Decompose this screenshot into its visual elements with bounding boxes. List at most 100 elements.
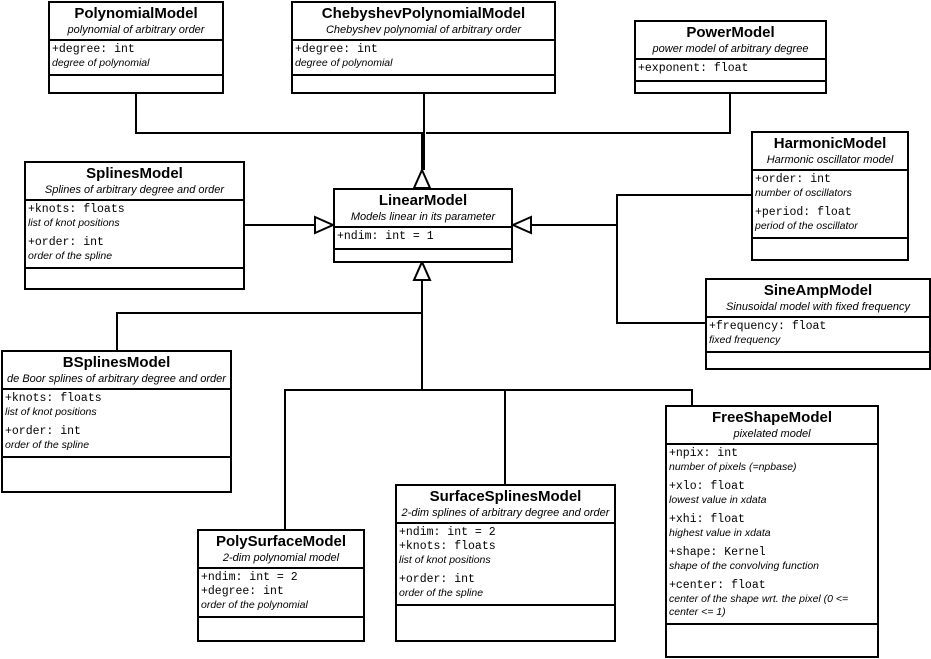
class-description: 2-dim polynomial model	[222, 552, 340, 564]
class-description: Harmonic oscillator model	[766, 154, 894, 166]
class-name: SplinesModel	[86, 165, 183, 182]
class-sineampmodel[interactable]: SineAmpModel Sinusoidal model with fixed…	[705, 278, 931, 370]
edge-sineamp-to-linear	[616, 225, 706, 324]
class-linearmodel[interactable]: LinearModel Models linear in its paramet…	[333, 188, 513, 263]
attribute-compartment: +knots: floats list of knot positions +o…	[3, 390, 230, 458]
edge-freeshape-to-linear	[505, 389, 693, 405]
attribute-signature: +frequency: float	[709, 320, 827, 333]
class-name: HarmonicModel	[773, 135, 887, 152]
class-polynomialmodel[interactable]: PolynomialModel polynomial of arbitrary …	[48, 1, 224, 94]
attribute-description: order of the spline	[28, 250, 113, 262]
attribute-description: degree of polynomial	[52, 57, 150, 69]
class-name: PolynomialModel	[74, 5, 198, 22]
edge-surfacesplines-to-linear	[422, 389, 506, 484]
class-description: de Boor splines of arbitrary degree and …	[7, 373, 226, 385]
class-header: BSplinesModel de Boor splines of arbitra…	[3, 352, 230, 390]
attribute-description: lowest value in xdata	[669, 494, 767, 506]
attribute-signature: +order: int	[399, 573, 475, 586]
attribute-signature: +degree: int	[295, 43, 378, 56]
attribute-description: list of knot positions	[5, 406, 97, 418]
attribute: +exponent: float	[638, 62, 823, 76]
attribute: +center: float center of the shape wrt. …	[669, 579, 875, 619]
class-description: power model of arbitrary degree	[652, 43, 809, 55]
class-description: Models linear in its parameter	[350, 211, 496, 223]
attribute-description: center of the shape wrt. the pixel (0 <=…	[669, 593, 849, 618]
class-name: BSplinesModel	[62, 354, 171, 371]
attribute: +degree: int degree of polynomial	[52, 43, 220, 70]
class-bsplinesmodel[interactable]: BSplinesModel de Boor splines of arbitra…	[1, 350, 232, 493]
class-name: FreeShapeModel	[711, 409, 833, 426]
class-header: SineAmpModel Sinusoidal model with fixed…	[707, 280, 929, 318]
class-name: SurfaceSplinesModel	[429, 488, 582, 505]
arrowhead-top	[412, 167, 432, 189]
edge-polynomial-to-linear	[135, 93, 423, 170]
class-header: FreeShapeModel pixelated model	[667, 407, 877, 445]
attribute-signature: +knots: floats	[28, 203, 125, 216]
attribute: +frequency: float fixed frequency	[709, 320, 927, 347]
attribute: +order: int order of the spline	[399, 573, 612, 600]
attribute-description: number of oscillators	[755, 187, 852, 199]
attribute-signature: +ndim: int = 1	[337, 230, 434, 243]
attribute-description: order of the polynomial	[201, 599, 308, 611]
operation-compartment	[636, 82, 825, 88]
attribute-signature: +npix: int	[669, 447, 739, 460]
attribute-signature: +period: float	[755, 206, 852, 219]
edge-polysurface-to-linear	[284, 389, 422, 529]
attribute-description: list of knot positions	[28, 217, 120, 229]
attribute-signature: +order: int	[5, 425, 81, 438]
class-header: ChebyshevPolynomialModel Chebyshev polyn…	[293, 3, 554, 41]
attribute: +knots: floats list of knot positions	[399, 540, 612, 567]
class-description: 2-dim splines of arbitrary degree and or…	[401, 507, 610, 519]
attribute: +shape: Kernel shape of the convolving f…	[669, 546, 875, 573]
edge-bsplines-to-linear	[116, 312, 422, 351]
class-header: PolynomialModel polynomial of arbitrary …	[50, 3, 222, 41]
attribute: +period: float period of the oscillator	[755, 206, 905, 233]
class-name: PolySurfaceModel	[215, 533, 347, 550]
attribute-signature: +degree: int	[201, 585, 284, 598]
operation-compartment	[3, 458, 230, 464]
class-description: Splines of arbitrary degree and order	[44, 184, 225, 196]
attribute-signature: +center: float	[669, 579, 766, 592]
attribute: +order: int order of the spline	[5, 425, 228, 452]
class-description: Chebyshev polynomial of arbitrary order	[325, 24, 522, 36]
class-header: LinearModel Models linear in its paramet…	[335, 190, 511, 228]
class-name: ChebyshevPolynomialModel	[321, 5, 526, 22]
attribute-compartment: +npix: int number of pixels (=npbase) +x…	[667, 445, 877, 625]
attribute-description: order of the spline	[5, 439, 90, 451]
attribute-compartment: +ndim: int = 1	[335, 228, 511, 250]
class-header: SurfaceSplinesModel 2-dim splines of arb…	[397, 486, 614, 524]
attribute-compartment: +degree: int degree of polynomial	[293, 41, 554, 76]
class-splinesmodel[interactable]: SplinesModel Splines of arbitrary degree…	[24, 161, 245, 290]
attribute: +ndim: int = 1	[337, 230, 509, 244]
class-freeshapemodel[interactable]: FreeShapeModel pixelated model +npix: in…	[665, 405, 879, 658]
attribute-signature: +order: int	[755, 173, 831, 186]
attribute: +order: int number of oscillators	[755, 173, 905, 200]
attribute-signature: +shape: Kernel	[669, 546, 766, 559]
attribute: +ndim: int = 2	[399, 526, 612, 540]
attribute-description: degree of polynomial	[295, 57, 393, 69]
class-description: pixelated model	[733, 428, 811, 440]
class-surfacesplinesmodel[interactable]: SurfaceSplinesModel 2-dim splines of arb…	[395, 484, 616, 642]
attribute-signature: +ndim: int = 2	[201, 571, 298, 584]
operation-compartment	[293, 76, 554, 82]
attribute-description: list of knot positions	[399, 554, 491, 566]
operation-compartment	[397, 606, 614, 612]
attribute-signature: +order: int	[28, 236, 104, 249]
class-harmonicmodel[interactable]: HarmonicModel Harmonic oscillator model …	[751, 131, 909, 261]
attribute-compartment: +order: int number of oscillators +perio…	[753, 171, 907, 239]
class-chebyshevpolynomialmodel[interactable]: ChebyshevPolynomialModel Chebyshev polyn…	[291, 1, 556, 94]
attribute-compartment: +ndim: int = 2 +knots: floats list of kn…	[397, 524, 614, 606]
attribute: +knots: floats list of knot positions	[28, 203, 241, 230]
attribute-compartment: +ndim: int = 2 +degree: int order of the…	[199, 569, 363, 618]
attribute-description: period of the oscillator	[755, 220, 858, 232]
attribute: +degree: int order of the polynomial	[201, 585, 361, 612]
attribute: +xhi: float highest value in xdata	[669, 513, 875, 540]
attribute: +order: int order of the spline	[28, 236, 241, 263]
class-description: polynomial of arbitrary order	[67, 24, 205, 36]
class-name: PowerModel	[686, 24, 775, 41]
class-powermodel[interactable]: PowerModel power model of arbitrary degr…	[634, 20, 827, 94]
class-polysurfacemodel[interactable]: PolySurfaceModel 2-dim polynomial model …	[197, 529, 365, 642]
attribute-compartment: +knots: floats list of knot positions +o…	[26, 201, 243, 269]
